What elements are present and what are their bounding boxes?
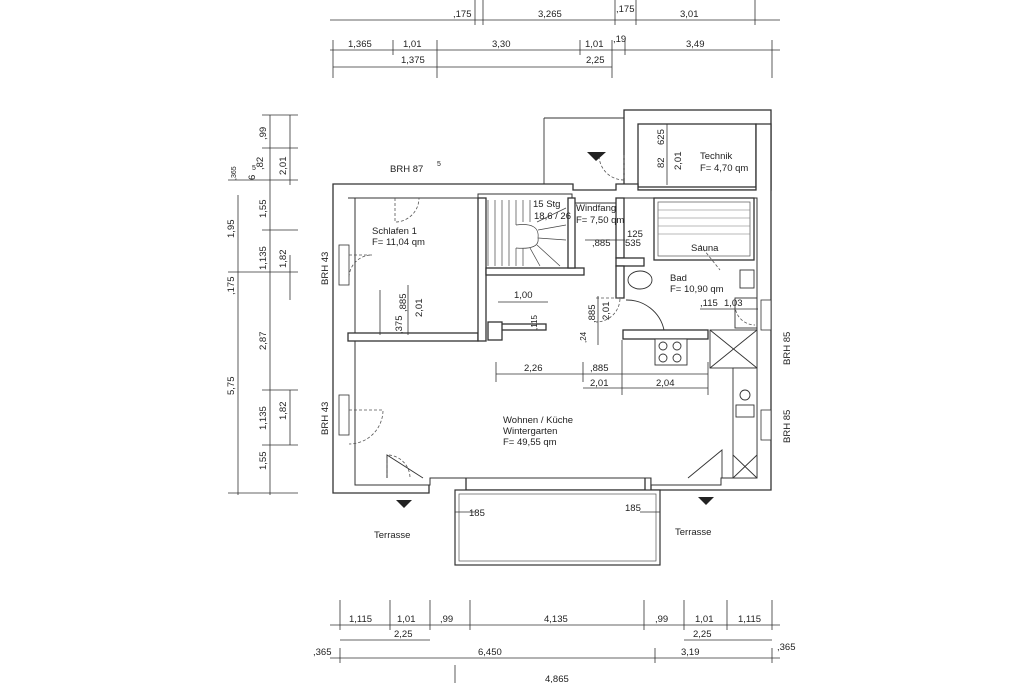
dim-204: 2,04 xyxy=(656,378,675,389)
room-windfang-area: F= 7,50 qm xyxy=(576,215,624,226)
room-bad-name: Bad xyxy=(670,273,687,284)
dim-top3-0: 1,375 xyxy=(401,55,425,66)
entry-marker-left-icon xyxy=(396,500,412,508)
technik-inner-wall xyxy=(637,123,757,188)
dim-bottom3-1: 6,450 xyxy=(478,647,502,658)
bottom-dimensions: 1,115 1,01 ,99 4,135 ,99 1,01 1,115 2,25… xyxy=(313,600,796,683)
dim-bottom2-0: 2,25 xyxy=(394,629,413,640)
dim-left-inner-1: 2,01 xyxy=(278,157,289,176)
dim-left-inner-0: ,99 xyxy=(258,127,269,140)
label-brh-left-1: BRH 43 xyxy=(320,252,331,285)
dim-bottom1-4: ,99 xyxy=(655,614,668,625)
entry-marker-right-icon xyxy=(698,497,714,505)
dim-left-small-1: 5 xyxy=(252,165,256,172)
dim-left-small-2: ,82 xyxy=(255,157,266,170)
dim-left-small-3: ,365 xyxy=(231,166,238,180)
dim-115: ,115 xyxy=(530,314,539,330)
left-dimensions: 1,95 ,175 5,75 ,99 2,01 1,55 1,135 1,82 … xyxy=(226,114,298,495)
dim-top1-3: 3,01 xyxy=(680,9,699,20)
top-dimensions: ,175 3,265 ,175 3,01 1,365 1,01 3,30 1,0… xyxy=(330,0,780,78)
label-brh-top-sup: 5 xyxy=(437,161,441,168)
interior-dimensions: ,885 2,01 ,375 1,00 ,115 ,885 2,01 ,24 2… xyxy=(379,124,758,519)
room-wohnen-name2: Wintergarten xyxy=(503,426,557,437)
dim-885d: ,885 xyxy=(592,238,611,249)
room-bad-area: F= 10,90 qm xyxy=(670,284,724,295)
dim-left-outer-0: 1,95 xyxy=(226,220,237,239)
dim-100: 1,00 xyxy=(514,290,533,301)
dim-left-inner-2: 1,55 xyxy=(258,200,269,219)
dim-bottom2-1: 2,25 xyxy=(693,629,712,640)
dim-left-small-0: 6 xyxy=(247,175,258,180)
room-schlafen-area: F= 11,04 qm xyxy=(372,237,425,248)
dim-625: 625 xyxy=(656,129,667,145)
staircase xyxy=(487,200,567,267)
entry-marker-top-icon xyxy=(587,152,606,161)
label-brh-right-1: BRH 85 xyxy=(782,332,793,365)
dim-top2-2: 3,30 xyxy=(492,39,511,50)
dim-226: 2,26 xyxy=(524,363,543,374)
dim-885b: ,885 xyxy=(587,305,598,324)
room-stairs-ratio: 18,6 / 26 xyxy=(534,211,571,222)
dim-115b: ,115 xyxy=(700,298,718,309)
dim-left-outer-2: 5,75 xyxy=(226,377,237,396)
dim-535: 535 xyxy=(625,238,641,249)
room-terrasse-right: Terrasse xyxy=(675,527,711,538)
dim-top3-1: 2,25 xyxy=(586,55,605,66)
dim-185r: 185 xyxy=(625,503,641,514)
room-technik-name: Technik xyxy=(700,151,732,162)
dim-left-inner-5: 2,87 xyxy=(258,332,269,351)
dim-201t: 2,01 xyxy=(673,152,684,171)
room-schlafen-name: Schlafen 1 xyxy=(372,226,417,237)
dim-top2-5: 3,49 xyxy=(686,39,705,50)
dim-82: 82 xyxy=(656,157,667,168)
dim-bottom1-3: 4,135 xyxy=(544,614,568,625)
dim-left-inner-7: 1,82 xyxy=(278,402,289,421)
dim-bottom1-6: 1,115 xyxy=(738,614,761,625)
dim-bottom1-0: 1,115 xyxy=(349,614,372,625)
dim-top1-1: 3,265 xyxy=(538,9,562,20)
room-wohnen-area: F= 49,55 qm xyxy=(503,437,557,448)
dim-left-inner-4: 1,82 xyxy=(278,250,289,269)
dim-top1-0: ,175 xyxy=(453,9,472,20)
room-terrasse-left: Terrasse xyxy=(374,530,410,541)
dim-left-inner-6: 1,135 xyxy=(258,406,269,430)
dim-bottom1-5: 1,01 xyxy=(695,614,714,625)
room-labels: Schlafen 1 F= 11,04 qm Technik F= 4,70 q… xyxy=(320,151,793,541)
dim-left-inner-8: 1,55 xyxy=(258,452,269,471)
dim-185l: 185 xyxy=(469,508,485,519)
dim-885c: ,885 xyxy=(590,363,609,374)
label-brh-left-2: BRH 43 xyxy=(320,402,331,435)
dim-125: 125 xyxy=(627,229,643,240)
room-wohnen-name1: Wohnen / Küche xyxy=(503,415,573,426)
dim-201a: 2,01 xyxy=(414,299,425,318)
dim-103: 1,03 xyxy=(724,298,743,309)
dim-top2-3: 1,01 xyxy=(585,39,604,50)
dim-bottom3-2: 3,19 xyxy=(681,647,700,658)
room-technik-area: F= 4,70 qm xyxy=(700,163,748,174)
label-brh-top: BRH 87 xyxy=(390,164,423,175)
dim-top2-0: 1,365 xyxy=(348,39,372,50)
dim-201b: 2,01 xyxy=(601,302,612,321)
room-windfang-name: Windfang xyxy=(576,203,616,214)
dim-bottom1-2: ,99 xyxy=(440,614,453,625)
dim-bottom3-3: ,365 xyxy=(777,642,796,653)
dim-375: ,375 xyxy=(394,316,405,335)
dim-201c: 2,01 xyxy=(590,378,609,389)
dim-885a: ,885 xyxy=(398,294,409,313)
dim-top2-1: 1,01 xyxy=(403,39,422,50)
dim-24: ,24 xyxy=(579,331,588,343)
label-brh-right-2: BRH 85 xyxy=(782,410,793,443)
dim-bottom1-1: 1,01 xyxy=(397,614,416,625)
dim-bottom3-0: ,365 xyxy=(313,647,332,658)
dim-left-inner-3: 1,135 xyxy=(258,246,269,270)
room-sauna-name: Sauna xyxy=(691,243,719,254)
dim-top1-2: ,175 xyxy=(616,4,635,15)
dim-bottom4: 4,865 xyxy=(545,674,569,683)
dim-top2-4: ,19 xyxy=(613,34,626,45)
dim-left-outer-1: ,175 xyxy=(226,277,237,296)
room-stairs: 15 Stg xyxy=(533,199,560,210)
building xyxy=(332,109,772,566)
